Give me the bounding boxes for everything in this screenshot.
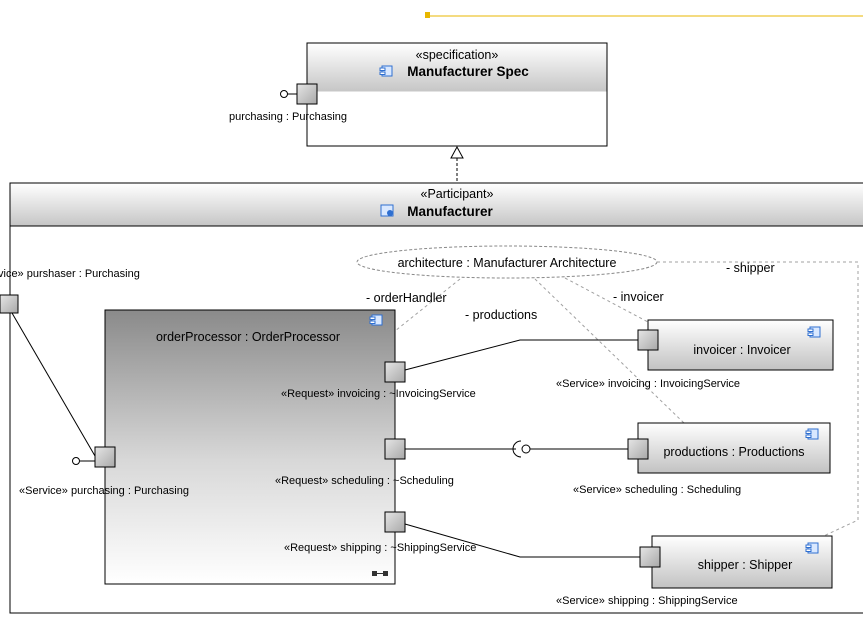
- invoicing-port-label: «Request» invoicing : ~InvoicingService: [281, 388, 476, 400]
- scheduling-port-label: «Request» scheduling : ~Scheduling: [275, 475, 454, 487]
- productions-port-label: «Service» scheduling : Scheduling: [573, 484, 741, 496]
- shipping-port-label: «Request» shipping : ~ShippingService: [284, 542, 476, 554]
- delegation-connector: [11, 312, 96, 457]
- spec-title: Manufacturer Spec: [407, 64, 529, 79]
- participant-stereotype: «Participant»: [421, 187, 494, 201]
- shipper-port-label: «Service» shipping : ShippingService: [556, 595, 738, 607]
- realization-arrow: [450, 145, 464, 182]
- collaboration-label: architecture : Manufacturer Architecture: [398, 256, 617, 270]
- participant-port-label: vice» purshaser : Purchasing: [0, 268, 140, 280]
- participant-title: Manufacturer: [407, 204, 493, 219]
- shipping-request-port[interactable]: [384, 511, 406, 533]
- connectors: [404, 339, 640, 558]
- shipper-part[interactable]: shipper : Shipper: [651, 535, 833, 589]
- assembly-connector-icon: [512, 440, 531, 458]
- shipper-service-port[interactable]: [639, 546, 661, 568]
- spec-port-label: purchasing : Purchasing: [229, 111, 347, 123]
- provided-interface-icon: [280, 90, 288, 98]
- component-icon: [807, 326, 821, 338]
- role-productions: - productions: [465, 308, 537, 322]
- invoicer-service-port[interactable]: [637, 329, 659, 351]
- spec-purchasing-port[interactable]: [280, 83, 318, 105]
- productions-service-port[interactable]: [627, 438, 649, 460]
- role-bindings: [389, 261, 859, 549]
- productions-title: productions : Productions: [663, 445, 804, 459]
- provided-interface-icon: [72, 457, 80, 465]
- component-icon: [805, 542, 819, 554]
- role-orderhandler: - orderHandler: [366, 291, 447, 305]
- shipper-title: shipper : Shipper: [698, 558, 793, 572]
- composite-structure-icon: [372, 571, 388, 576]
- participant-purchaser-port[interactable]: [0, 294, 19, 314]
- invoicer-part[interactable]: invoicer : Invoicer: [647, 319, 834, 371]
- component-icon: [369, 314, 383, 326]
- component-icon: [805, 428, 819, 440]
- purchasing-port-label: «Service» purchasing : Purchasing: [19, 485, 189, 497]
- top-selection-marker: [425, 12, 863, 18]
- participant-icon: [380, 204, 394, 217]
- role-invoicer: - invoicer: [613, 290, 664, 304]
- order-processor-purchasing-port[interactable]: [72, 446, 116, 468]
- manufacturer-spec-component[interactable]: «specification» Manufacturer Spec: [306, 42, 608, 147]
- order-processor-part[interactable]: orderProcessor : OrderProcessor: [104, 309, 396, 585]
- invoicer-title: invoicer : Invoicer: [693, 343, 790, 357]
- productions-part[interactable]: productions : Productions: [637, 422, 831, 474]
- spec-stereotype: «specification»: [416, 48, 499, 62]
- invoicer-port-label: «Service» invoicing : InvoicingService: [556, 378, 740, 390]
- scheduling-request-port[interactable]: [384, 438, 406, 460]
- invoicing-request-port[interactable]: [384, 361, 406, 383]
- role-shipper: - shipper: [726, 261, 775, 275]
- order-processor-title: orderProcessor : OrderProcessor: [156, 330, 340, 344]
- component-icon: [379, 65, 393, 77]
- architecture-collaboration[interactable]: architecture : Manufacturer Architecture: [356, 245, 658, 279]
